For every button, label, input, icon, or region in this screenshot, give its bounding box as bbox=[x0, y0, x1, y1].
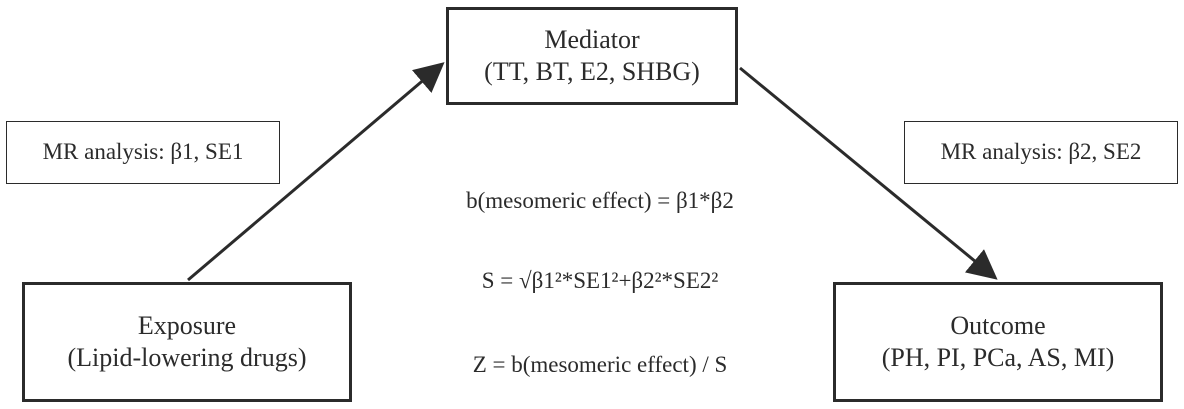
mr-analysis-left-box: MR analysis: β1, SE1 bbox=[6, 121, 280, 184]
mediator-subtitle: (TT, BT, E2, SHBG) bbox=[484, 57, 700, 86]
mr-analysis-right-box: MR analysis: β2, SE2 bbox=[904, 121, 1178, 184]
formula-mesomeric-effect: b(mesomeric effect) = β1*β2 bbox=[466, 188, 734, 213]
outcome-title: Outcome bbox=[950, 310, 1046, 340]
mr-analysis-right-label: MR analysis: β2, SE2 bbox=[940, 139, 1142, 165]
formula-standard-error: S = √β1²*SE1²+β2²*SE2² bbox=[481, 268, 719, 293]
mediator-title: Mediator bbox=[544, 24, 640, 54]
exposure-to-mediator-arrow bbox=[187, 62, 445, 282]
exposure-box: Exposure (Lipid-lowering drugs) bbox=[22, 282, 352, 402]
outcome-box: Outcome (PH, PI, PCa, AS, MI) bbox=[833, 282, 1163, 402]
formula-z-score: Z = b(mesomeric effect) / S bbox=[472, 352, 728, 377]
outcome-subtitle: (PH, PI, PCa, AS, MI) bbox=[881, 343, 1115, 372]
exposure-title: Exposure bbox=[137, 310, 237, 340]
mediator-to-outcome-arrow bbox=[739, 66, 998, 280]
mr-analysis-left-label: MR analysis: β1, SE1 bbox=[42, 139, 244, 165]
mediator-box: Mediator (TT, BT, E2, SHBG) bbox=[446, 7, 738, 105]
exposure-subtitle: (Lipid-lowering drugs) bbox=[67, 343, 307, 372]
